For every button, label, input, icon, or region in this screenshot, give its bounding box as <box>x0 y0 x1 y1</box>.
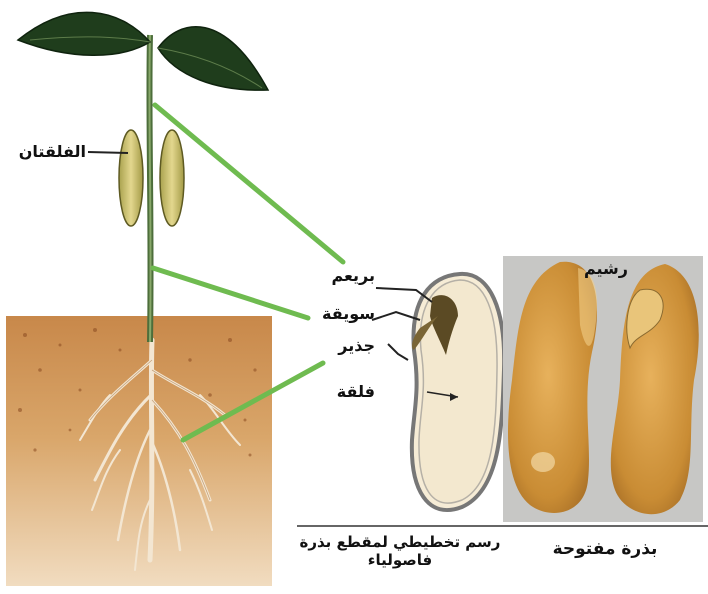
soil <box>6 316 272 586</box>
opened-seed-photo <box>503 256 703 522</box>
caption-seed-section-line1: رسم تخطيطي لمقطع بذرة <box>296 533 504 551</box>
caption-opened-seed: بذرة مفتوحة <box>510 540 700 558</box>
caption-seed-section: رسم تخطيطي لمقطع بذرة فاصولياء <box>296 533 504 569</box>
caption-seed-section-line2: فاصولياء <box>296 551 504 569</box>
label-radicle: جذير <box>338 336 375 355</box>
label-hypocotyl: سويقة <box>322 304 375 323</box>
label-cotyledons: الفلقتان <box>19 142 86 161</box>
seed-section-diagram <box>412 274 504 510</box>
plant-leaves <box>18 12 268 90</box>
label-cotyledon: فلقة <box>337 382 375 401</box>
label-plumule: بريعم <box>331 266 375 285</box>
label-embryo: رشيم <box>584 259 628 278</box>
